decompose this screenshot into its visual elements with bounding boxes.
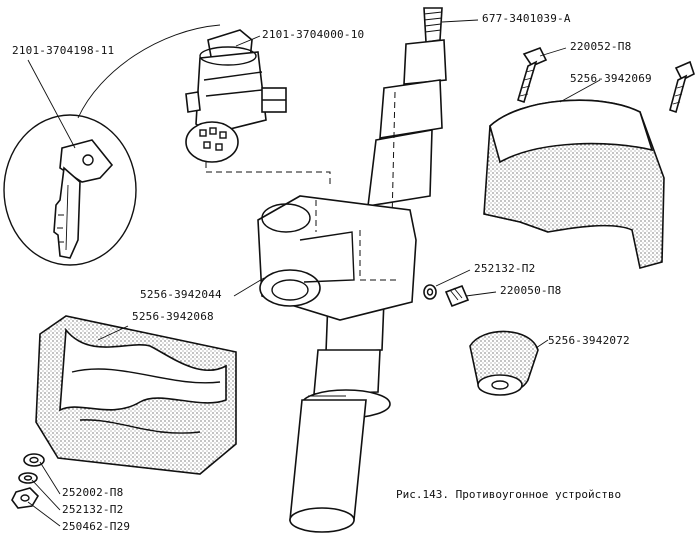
screw-top-part: [517, 46, 695, 114]
label-washer-mid: 252132-П2: [474, 262, 536, 275]
small-fasteners-part: [11, 453, 45, 509]
label-washer-b: 252132-П2: [62, 503, 124, 516]
leader-lines: [27, 19, 601, 527]
key-cord: [77, 24, 221, 119]
lower-cover-part: [35, 315, 237, 475]
steering-shaft-part: [289, 7, 447, 533]
label-cover-bottom: 5256-3942068: [132, 310, 214, 323]
label-screw-top: 220052-П8: [570, 40, 632, 53]
key-magnifier-circle: [3, 114, 137, 266]
label-shaft: 677-3401039-A: [482, 12, 571, 25]
label-cover-top: 5256-3942069: [570, 72, 652, 85]
ignition-switch-part: [185, 29, 331, 185]
label-screw-mid: 220050-П8: [500, 284, 562, 297]
housing-part: [257, 195, 417, 321]
boot-part: [469, 330, 539, 396]
key-icon: [53, 139, 114, 259]
label-key: 2101-3704198-11: [12, 44, 115, 57]
label-boot: 5256-3942072: [548, 334, 630, 347]
figure-caption: Рис.143. Противоугонное устройство: [396, 488, 622, 501]
label-washer-a: 252002-П8: [62, 486, 124, 499]
key-leader: [27, 59, 76, 149]
washer-screw-mid-part: [423, 284, 470, 308]
label-nut: 250462-П29: [62, 520, 131, 533]
label-housing: 5256-3942044: [140, 288, 222, 301]
key-detail: [3, 24, 221, 266]
upper-cover-part: [483, 99, 665, 269]
label-switch: 2101-3704000-10: [262, 28, 365, 41]
